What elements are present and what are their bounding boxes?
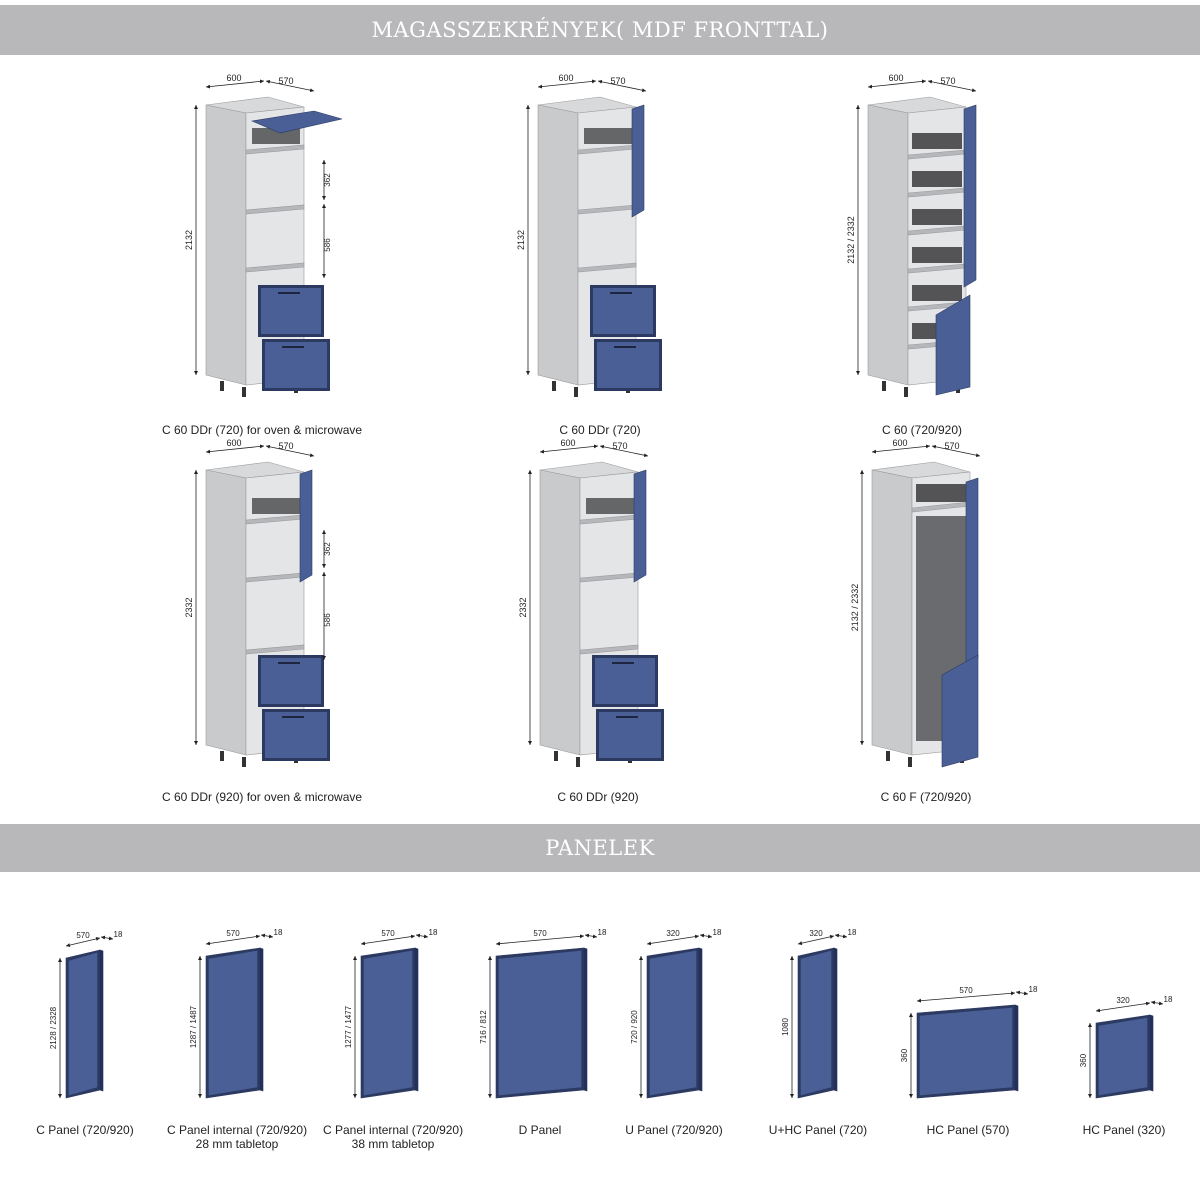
cabinet-width-label: 600 (560, 438, 575, 448)
panel-height-label: 720 / 920 (630, 1010, 639, 1044)
panel-thickness-label: 18 (598, 928, 607, 937)
panel-thickness-label: 18 (429, 928, 438, 937)
panel-height-label: 1277 / 1477 (344, 1005, 353, 1048)
panel-height-label: 1080 (781, 1018, 790, 1036)
panel-drawing: 320 18 1080 (781, 928, 857, 1099)
cabinet-depth-label: 570 (610, 76, 625, 86)
panel-width-label: 320 (809, 929, 823, 938)
cabinet-caption: C 60 DDr (920) for oven & microwave (162, 790, 363, 804)
panel-width-label: 570 (959, 986, 973, 995)
cabinet-depth-label: 570 (278, 76, 293, 86)
niche-height-label: 362 (323, 173, 332, 187)
niche-height-label: 586 (323, 613, 332, 627)
tall-cabinet-drawing: 600 570 2132 / 2332 (846, 73, 977, 397)
panel-height-label: 360 (1079, 1053, 1088, 1067)
cabinet-width-label: 600 (226, 438, 241, 448)
panel-caption: D Panel (518, 1123, 562, 1137)
section-header-panels: PANELEK (0, 824, 1200, 872)
panel-drawing: 320 18 720 / 920 (630, 928, 722, 1099)
panel-width-label: 570 (533, 929, 547, 938)
panel-caption: HC Panel (570) (926, 1123, 1010, 1137)
panel-width-label: 570 (76, 931, 90, 940)
cabinet-depth-label: 570 (612, 441, 627, 451)
panel-caption: U+HC Panel (720) (768, 1123, 868, 1137)
tall-cabinet-drawing: 600 570 2332 (518, 438, 664, 767)
panel-width-label: 320 (666, 929, 680, 938)
cabinet-caption: C 60 F (720/920) (880, 790, 972, 804)
cabinet-depth-label: 570 (944, 441, 959, 451)
cabinet-width-label: 600 (892, 438, 907, 448)
cabinet-caption: C 60 DDr (920) (557, 790, 639, 804)
panel-caption: C Panel internal (720/920)28 mm tabletop (167, 1123, 308, 1151)
cabinet-caption: C 60 DDr (720) for oven & microwave (162, 423, 363, 437)
section-header-tall-cabinets: MAGASSZEKRÉNYEK( MDF FRONTTAL) (0, 5, 1200, 55)
panel-height-label: 1287 / 1487 (189, 1005, 198, 1048)
cabinet-height-label: 2132 (516, 230, 526, 250)
panel-thickness-label: 18 (1029, 985, 1038, 994)
panel-drawing: 570 18 1287 / 1487 (189, 928, 283, 1099)
cabinet-width-label: 600 (226, 73, 241, 83)
panel-width-label: 570 (226, 929, 240, 938)
cabinet-height-label: 2132 / 2332 (846, 216, 856, 264)
cabinet-width-label: 600 (888, 73, 903, 83)
cabinet-depth-label: 570 (940, 76, 955, 86)
panel-drawing: 570 18 1277 / 1477 (344, 928, 438, 1099)
panel-thickness-label: 18 (848, 928, 857, 937)
cabinet-caption: C 60 DDr (720) (559, 423, 641, 437)
tall-cabinet-drawing: 362 586 600 570 2332 (184, 438, 332, 767)
panel-thickness-label: 18 (713, 928, 722, 937)
panel-drawing: 570 18 2128 / 2328 (49, 930, 123, 1099)
tall-cabinet-drawing: 600 570 2132 (516, 73, 662, 397)
cabinet-caption: C 60 (720/920) (881, 423, 963, 437)
cabinet-width-label: 600 (558, 73, 573, 83)
panel-caption: HC Panel (320) (1082, 1123, 1166, 1137)
panel-height-label: 716 / 812 (479, 1010, 488, 1044)
cabinet-height-label: 2332 (518, 597, 528, 617)
panel-height-label: 2128 / 2328 (49, 1006, 58, 1049)
panel-width-label: 570 (381, 929, 395, 938)
niche-height-label: 586 (323, 238, 332, 252)
panel-caption: C Panel internal (720/920)38 mm tabletop (323, 1123, 464, 1151)
cabinet-height-label: 2132 (184, 230, 194, 250)
panel-drawing: 320 18 360 (1079, 995, 1173, 1099)
panel-drawing: 570 18 360 (900, 985, 1038, 1099)
panel-caption: C Panel (720/920) (36, 1123, 134, 1137)
cabinet-height-label: 2332 (184, 597, 194, 617)
tall-cabinet-drawing: 362 586 600 570 2132 (184, 73, 343, 397)
cabinet-depth-label: 570 (278, 441, 293, 451)
panel-drawing: 570 18 716 / 812 (479, 928, 607, 1099)
panel-height-label: 360 (900, 1048, 909, 1062)
panel-thickness-label: 18 (274, 928, 283, 937)
panel-width-label: 320 (1116, 996, 1130, 1005)
panel-thickness-label: 18 (1164, 995, 1173, 1004)
niche-height-label: 362 (323, 542, 332, 556)
cabinet-height-label: 2132 / 2332 (850, 584, 860, 632)
panel-caption: U Panel (720/920) (625, 1123, 723, 1137)
tall-cabinet-drawing: 600 570 2132 / 2332 (850, 438, 981, 768)
panel-thickness-label: 18 (114, 930, 123, 939)
